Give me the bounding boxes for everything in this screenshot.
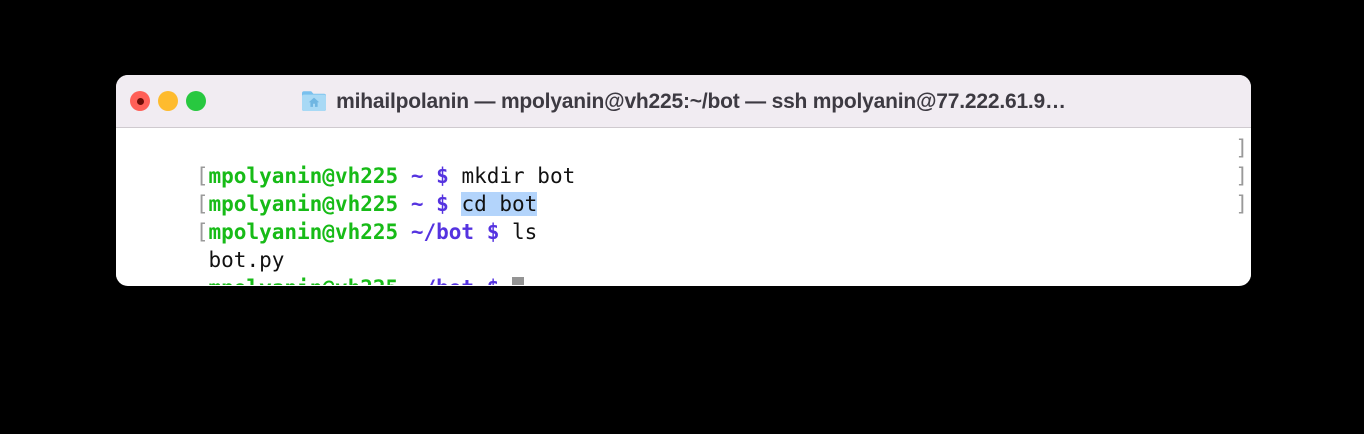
terminal-command: mkdir bot	[461, 164, 576, 188]
prompt-path: ~/bot	[411, 276, 474, 285]
terminal-active-prompt-line[interactable]: mpolyanin@vh225 ~/bot $	[116, 246, 1251, 285]
terminal-line: [mpolyanin@vh225 ~ $ mkdir bot ]	[116, 134, 1251, 188]
title-content: mihailpolanin — mpolyanin@vh225:~/bot — …	[116, 75, 1251, 127]
prompt-dollar: $	[487, 276, 500, 285]
selected-command-text[interactable]: cd bot	[461, 192, 538, 216]
bracket-close: ]	[1235, 192, 1248, 216]
maximize-button[interactable]	[186, 91, 206, 111]
bracket-close: ]	[1235, 136, 1248, 160]
close-button[interactable]	[130, 91, 150, 111]
block-cursor	[512, 277, 525, 285]
terminal-output-area[interactable]: [mpolyanin@vh225 ~ $ mkdir bot ] [mpolya…	[116, 128, 1251, 285]
terminal-window[interactable]: mihailpolanin — mpolyanin@vh225:~/bot — …	[116, 75, 1251, 286]
prompt-space	[499, 276, 512, 285]
terminal-output-line: bot.py	[116, 218, 1251, 272]
terminal-line: [mpolyanin@vh225 ~/bot $ ls ]	[116, 190, 1251, 244]
bracket-open: [	[195, 220, 209, 244]
window-title: mihailpolanin — mpolyanin@vh225:~/bot — …	[336, 89, 1066, 113]
prompt-dollar: $	[436, 164, 449, 188]
prompt-path: ~	[410, 192, 424, 216]
prompt-user-host: mpolyanin@vh225	[208, 192, 399, 216]
prompt-dollar: $	[486, 220, 500, 244]
terminal-line: [mpolyanin@vh225 ~ $ cd bot ]	[116, 162, 1251, 216]
folder-home-icon	[302, 91, 327, 111]
traffic-light-group	[130, 91, 206, 111]
prompt-path: ~	[410, 164, 424, 188]
output-filename: bot.py	[208, 248, 285, 272]
minimize-button[interactable]	[158, 91, 178, 111]
prompt-user-host: mpolyanin@vh225	[208, 164, 399, 188]
terminal-command: ls	[512, 220, 538, 244]
prompt-dollar: $	[436, 192, 449, 216]
bracket-close: ]	[1235, 164, 1248, 188]
prompt-user-host: mpolyanin@vh225	[209, 276, 399, 285]
prompt-path: ~/bot	[410, 220, 475, 244]
prompt-space	[398, 276, 411, 285]
bracket-open: [	[195, 192, 209, 216]
prompt-user-host: mpolyanin@vh225	[208, 220, 399, 244]
bracket-open: [	[195, 164, 209, 188]
title-bar[interactable]: mihailpolanin — mpolyanin@vh225:~/bot — …	[116, 75, 1251, 128]
prompt-space	[474, 276, 487, 285]
prompt-indent	[196, 276, 209, 285]
close-dot-icon	[136, 97, 144, 105]
